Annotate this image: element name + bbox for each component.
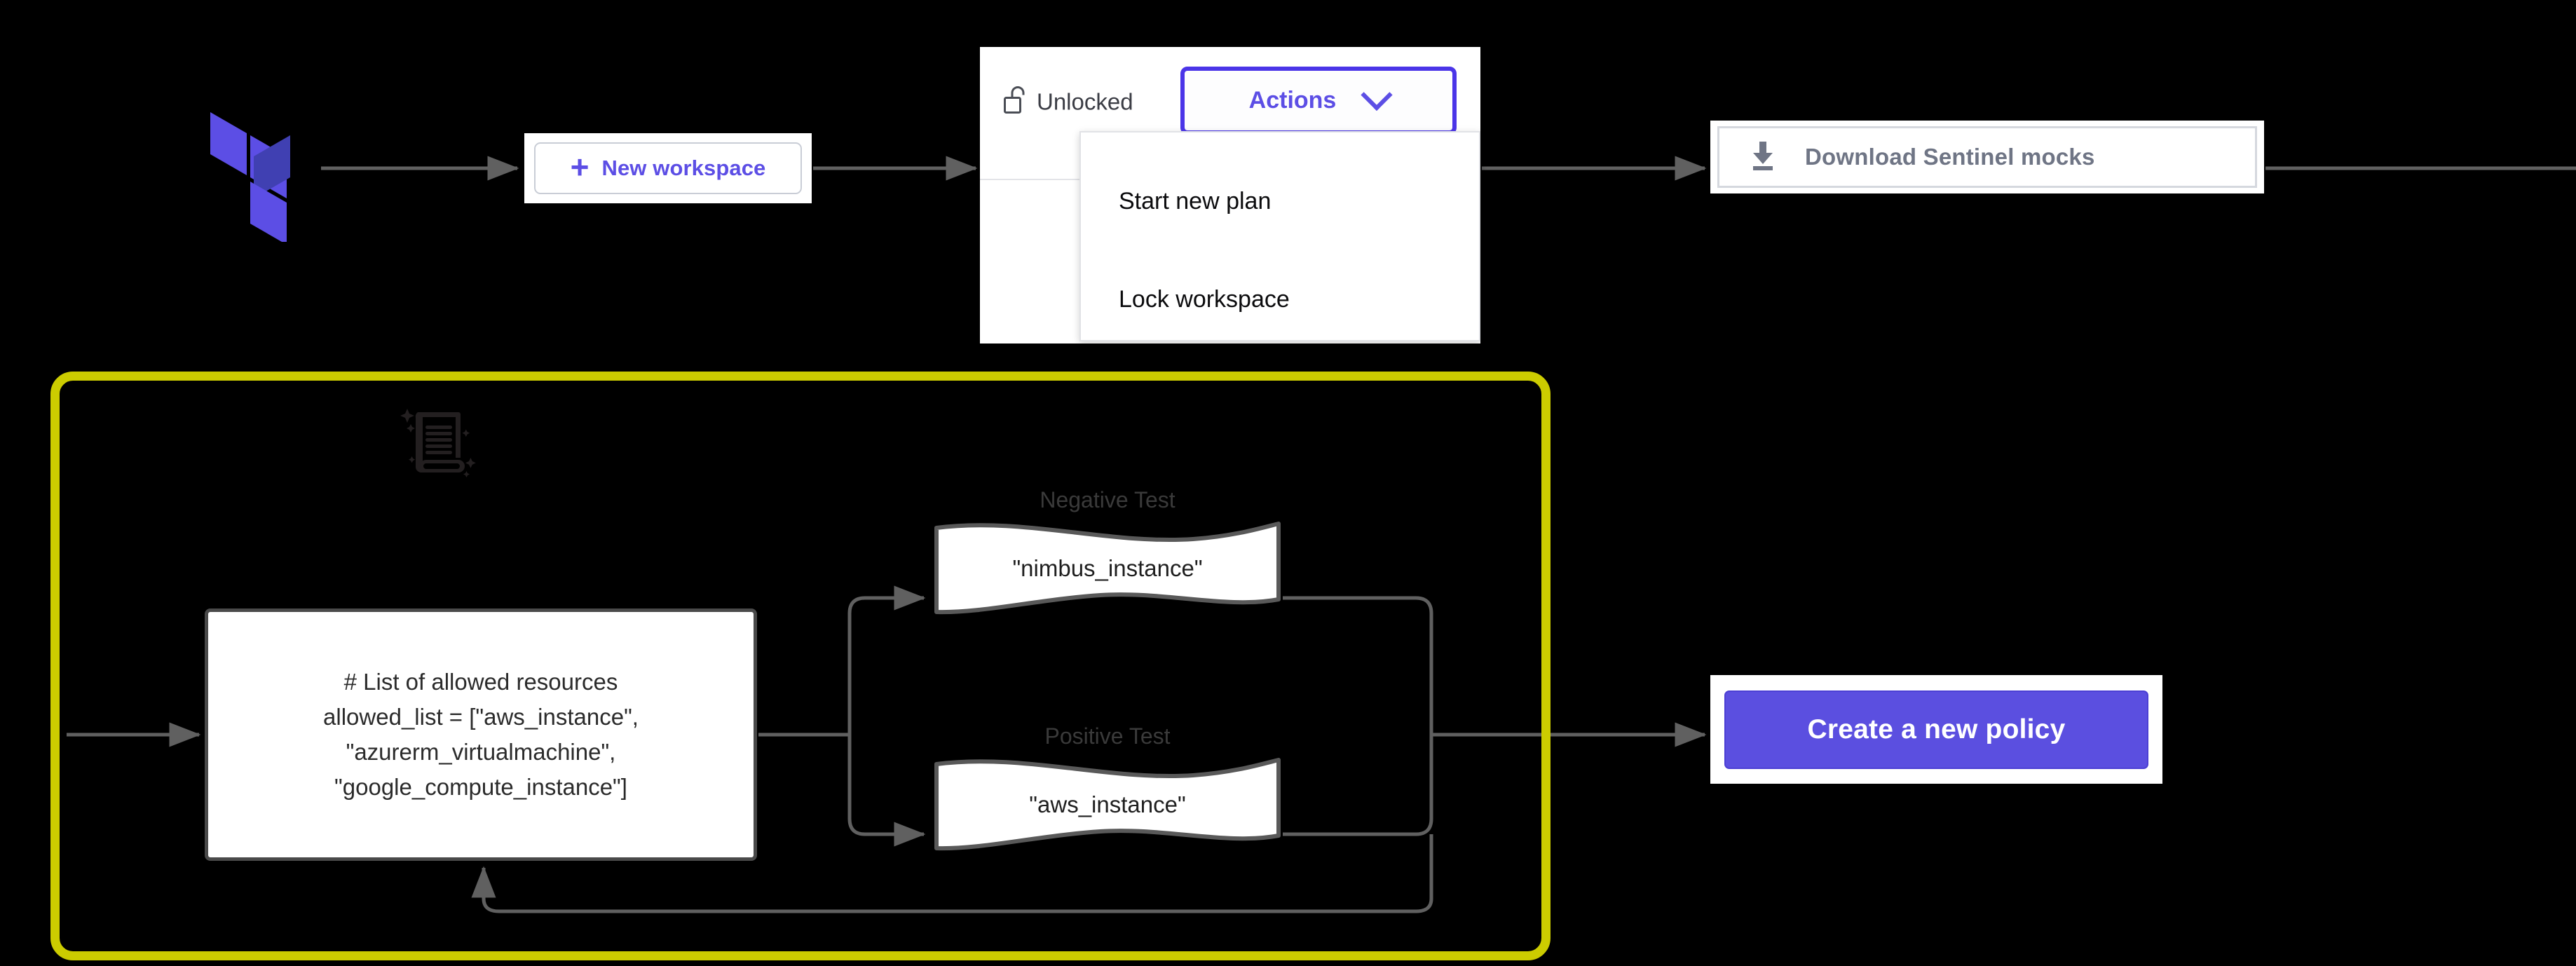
policy-code-block: # List of allowed resources allowed_list… xyxy=(205,608,757,861)
download-icon xyxy=(1749,140,1777,175)
workspace-panel: Unlocked Actions Start new plan Lock wor… xyxy=(980,47,1480,343)
new-workspace-button[interactable]: + New workspace xyxy=(534,142,802,194)
negative-test-value: "nimbus_instance" xyxy=(1012,555,1203,581)
download-mocks-card: Download Sentinel mocks xyxy=(1710,121,2264,193)
lock-status-label: Unlocked xyxy=(1037,88,1133,114)
negative-test-caption: Negative Test xyxy=(1040,487,1175,512)
menu-item-lock-workspace[interactable]: Lock workspace xyxy=(1119,286,1290,313)
positive-test-caption: Positive Test xyxy=(1044,723,1171,749)
create-policy-card: Create a new policy xyxy=(1710,675,2162,784)
policy-scroll-icon xyxy=(390,404,481,481)
download-sentinel-mocks-button[interactable]: Download Sentinel mocks xyxy=(1717,126,2257,188)
plus-icon: + xyxy=(570,149,590,185)
unlock-icon xyxy=(1004,86,1028,118)
positive-test-node: Positive Test "aws_instance" xyxy=(932,723,1283,857)
lock-status: Unlocked xyxy=(1004,86,1133,118)
menu-item-start-new-plan[interactable]: Start new plan xyxy=(1119,188,1272,215)
actions-button-label: Actions xyxy=(1248,87,1337,114)
policy-code-text: # List of allowed resources allowed_list… xyxy=(323,668,639,801)
actions-button[interactable]: Actions xyxy=(1180,67,1457,135)
chevron-down-icon xyxy=(1361,79,1393,111)
terraform-logo xyxy=(210,112,322,245)
download-mocks-label: Download Sentinel mocks xyxy=(1805,144,2095,170)
create-new-policy-button[interactable]: Create a new policy xyxy=(1724,691,2148,769)
positive-test-value: "aws_instance" xyxy=(1029,791,1186,817)
create-new-policy-label: Create a new policy xyxy=(1807,714,2066,744)
negative-test-wave-shape xyxy=(934,522,1281,615)
actions-dropdown-menu[interactable]: Start new plan Lock workspace xyxy=(1079,131,1480,341)
new-workspace-label: New workspace xyxy=(601,156,766,180)
positive-test-wave-shape xyxy=(934,758,1281,851)
policy-highlight-region xyxy=(50,372,1551,960)
new-workspace-card: + New workspace xyxy=(524,133,812,203)
negative-test-node: Negative Test "nimbus_instance" xyxy=(932,487,1283,620)
